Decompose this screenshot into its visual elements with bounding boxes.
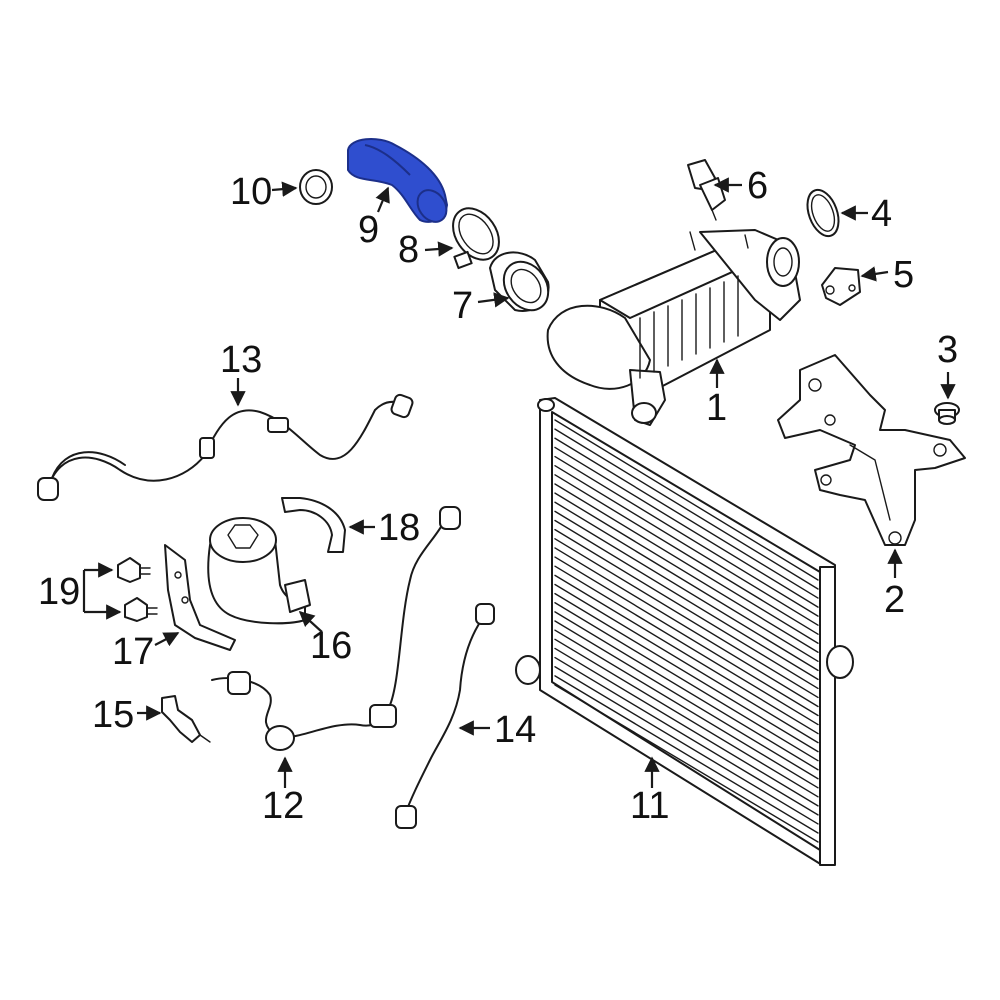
radiator-fin: [554, 565, 819, 726]
callout-15: 15: [92, 694, 134, 736]
callout-7: 7: [452, 285, 473, 327]
radiator-fin: [554, 474, 819, 635]
radiator-fin: [554, 528, 819, 690]
callout-17: 17: [112, 631, 154, 673]
pump-bracket-part[interactable]: [164, 544, 236, 651]
callout-9: 9: [358, 209, 379, 251]
leader-lines: [82, 177, 956, 788]
radiator-fin: [554, 684, 819, 843]
radiator-fin: [554, 611, 819, 771]
radiator-fin: [554, 483, 819, 644]
pressure-sensor-part[interactable]: [821, 267, 861, 306]
coolant-hose-upper-part[interactable]: [37, 393, 414, 501]
callout-19: 19: [38, 571, 80, 613]
coolant-hose-lower-part[interactable]: [211, 506, 461, 751]
wire-bracket-part[interactable]: [281, 497, 346, 553]
callout-3: 3: [937, 329, 958, 371]
radiator-fin: [554, 492, 819, 653]
radiator-fin: [554, 675, 819, 834]
radiator-fin: [554, 574, 819, 735]
o-ring-part[interactable]: [802, 186, 845, 241]
callout-11: 11: [630, 785, 669, 827]
radiator-part[interactable]: [515, 397, 854, 866]
temp-sensor-part[interactable]: [687, 159, 726, 221]
mount-bracket-part[interactable]: [777, 354, 966, 546]
radiator-fin: [554, 519, 819, 681]
hose-clamp-part[interactable]: [444, 200, 509, 270]
callout-1: 1: [706, 387, 727, 429]
callout-10: 10: [230, 171, 272, 213]
radiator-fin: [554, 647, 819, 807]
water-pump-part[interactable]: [207, 517, 311, 625]
callout-2: 2: [884, 579, 905, 621]
radiator-fin: [554, 602, 819, 762]
radiator-fin: [554, 437, 819, 599]
radiator-fin: [554, 556, 819, 717]
radiator-fin: [554, 538, 819, 699]
radiator-fin: [554, 656, 819, 816]
radiator-fin: [554, 620, 819, 780]
grommet-part[interactable]: [934, 402, 960, 425]
seal-ring-part[interactable]: [299, 169, 333, 205]
radiator-fin: [554, 419, 819, 581]
intake-hose-part-highlighted[interactable]: [347, 138, 452, 227]
radiator-fin: [554, 547, 819, 708]
callout-18: 18: [378, 507, 420, 549]
radiator-fin: [554, 446, 819, 608]
radiator-fin: [554, 666, 819, 825]
radiator-fin: [554, 501, 819, 663]
radiator-fin: [554, 428, 819, 590]
callout-4: 4: [871, 193, 892, 235]
coolant-hose-side-part[interactable]: [395, 603, 495, 829]
radiator-fin: [554, 455, 819, 617]
bolt-part[interactable]: [117, 557, 158, 622]
callout-12: 12: [262, 785, 304, 827]
callout-labels: 1 2 3 4 5 6 7 8 9 10 11 12 13 14 15 16 1…: [38, 165, 958, 827]
callout-16: 16: [310, 625, 352, 667]
callout-14: 14: [494, 709, 536, 751]
callout-6: 6: [747, 165, 768, 207]
hose-coupler-part[interactable]: [489, 251, 557, 318]
radiator-fin: [554, 592, 819, 753]
radiator-fin: [554, 638, 819, 798]
callout-13: 13: [220, 339, 262, 381]
callout-8: 8: [398, 229, 419, 271]
radiator-fin: [554, 583, 819, 744]
intercooler-part[interactable]: [546, 229, 801, 426]
radiator-fin: [554, 464, 819, 626]
callout-5: 5: [893, 254, 914, 296]
coolant-sensor-part[interactable]: [161, 695, 211, 743]
radiator-fin: [554, 510, 819, 672]
radiator-fin: [554, 629, 819, 789]
